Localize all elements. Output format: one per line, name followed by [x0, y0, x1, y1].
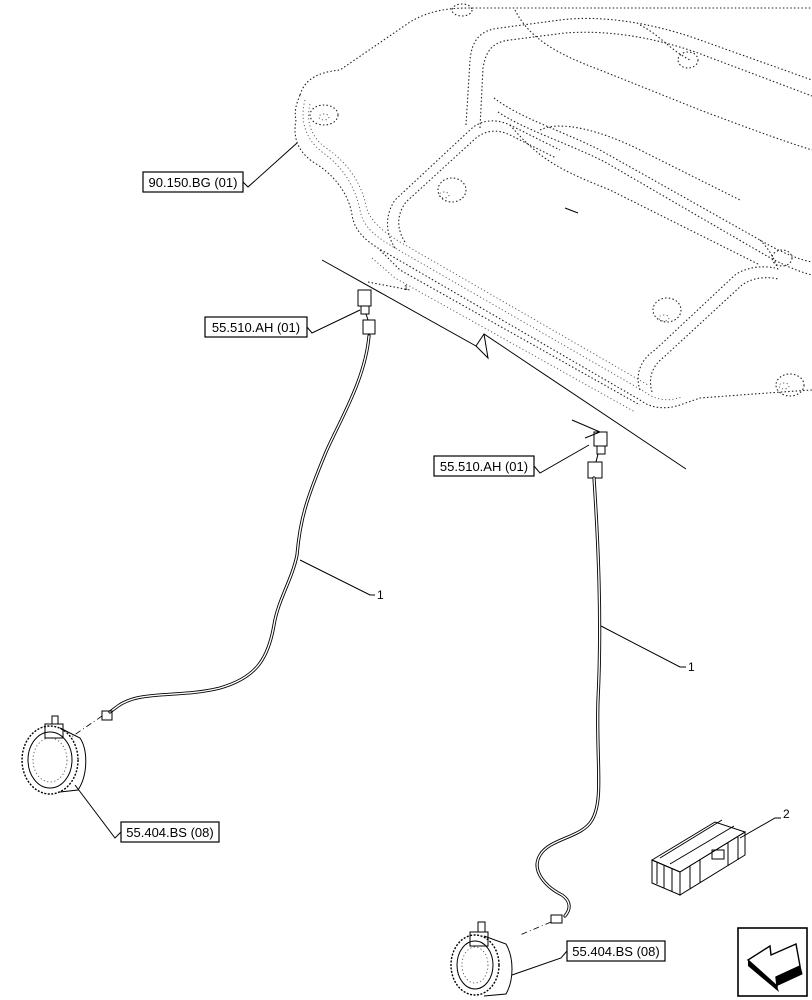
callout-lamp-right-label: 55.404.BS (08) [572, 944, 659, 959]
callout-lamp-left-label: 55.404.BS (08) [126, 825, 213, 840]
item-number-harness-right[interactable]: 1 [600, 625, 695, 674]
connector-left [357, 289, 376, 335]
callout-roof-label: 90.150.BG (01) [149, 175, 238, 190]
item-label-harness-left: 1 [377, 588, 384, 602]
callout-roof[interactable]: 90.150.BG (01) [142, 142, 298, 193]
callout-connector-left[interactable]: 55.510.AH (01) [204, 309, 361, 338]
callout-lamp-left[interactable]: 55.404.BS (08) [74, 784, 220, 843]
callout-connector-right-label: 55.510.AH (01) [440, 459, 528, 474]
item-number-harness-left[interactable]: 1 [299, 559, 384, 602]
parts-crate-icon [650, 819, 747, 896]
item-number-kit[interactable]: 2 [739, 807, 790, 839]
callout-lamp-right[interactable]: 55.404.BS (08) [511, 940, 666, 976]
arrow-prev-page-icon[interactable] [737, 927, 808, 997]
harness-right [519, 476, 602, 936]
callout-connector-right[interactable]: 55.510.AH (01) [433, 444, 590, 477]
lamp-right [450, 921, 513, 997]
harness-left [69, 334, 371, 739]
callout-connector-left-label: 55.510.AH (01) [212, 320, 300, 335]
tiny-item-mark: 1 [404, 285, 408, 292]
lamp-left [21, 715, 87, 795]
item-label-kit: 2 [783, 807, 790, 821]
work-lamp-icon [450, 921, 513, 997]
connector-right [571, 419, 608, 479]
cab-roof [294, 3, 812, 413]
section-cut-line [321, 259, 687, 470]
work-lamp-icon [21, 715, 87, 795]
item-label-harness-right: 1 [688, 660, 695, 674]
